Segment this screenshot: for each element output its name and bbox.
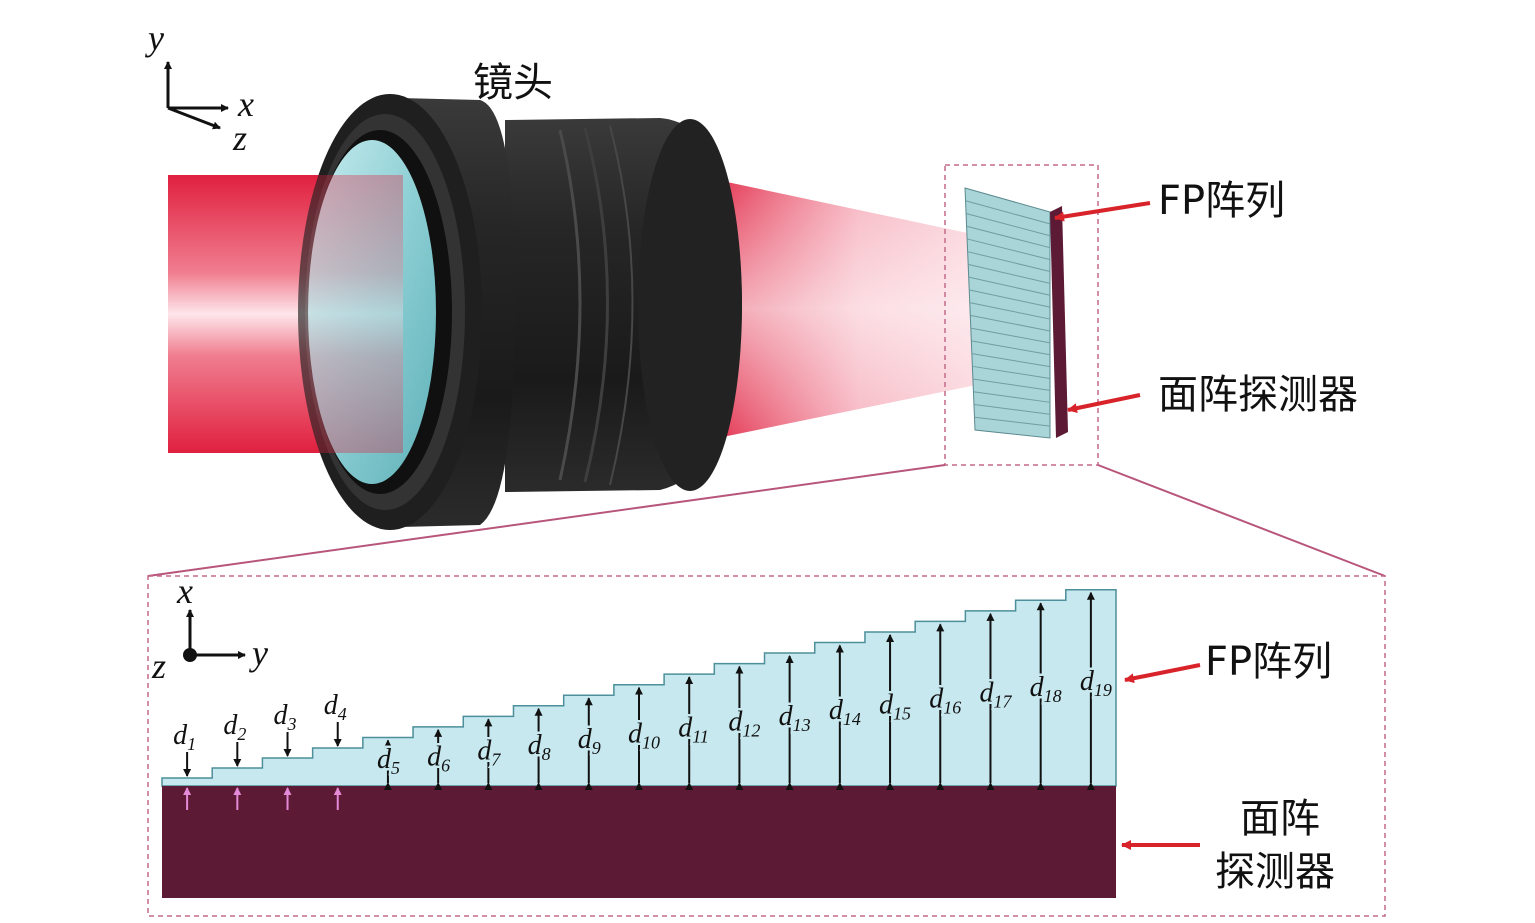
detector-small: [1050, 206, 1068, 438]
detail-axis-z-label: z: [151, 646, 166, 686]
top-axis-y-label: y: [145, 18, 164, 58]
fp-array-label-top: FP阵列: [1158, 178, 1285, 224]
lens-label: 镜头: [473, 60, 553, 106]
svg-text:d2: d2: [223, 710, 246, 744]
top-axes: y x z: [145, 18, 254, 158]
fp-array-layers: [965, 200, 1051, 427]
zoom-connector-left: [147, 464, 946, 577]
converging-beam: [708, 178, 1010, 440]
detail-axes: x y z: [151, 571, 268, 686]
fp-array-pointer-arrow: [1054, 201, 1151, 222]
thickness-label-d19: d19: [1077, 591, 1114, 790]
svg-text:d6: d6: [427, 741, 450, 775]
detector-label-detail-line2: 探测器: [1215, 849, 1335, 895]
thickness-label-d8: d8: [525, 707, 553, 790]
fp-array-label-detail: FP阵列: [1205, 639, 1332, 685]
top-axis-x-label: x: [237, 84, 254, 124]
detail-axis-x-label: x: [176, 571, 193, 611]
fp-array-pointer-arrow-detail: [1124, 663, 1201, 684]
zoom-region-box: [944, 164, 1099, 466]
detail-box: [147, 575, 1386, 917]
detector-large: [162, 786, 1116, 898]
zoom-connector-right: [1097, 464, 1386, 577]
svg-text:d4: d4: [324, 690, 347, 724]
detector-label-top: 面阵探测器: [1158, 372, 1358, 418]
svg-text:d8: d8: [528, 730, 551, 764]
svg-text:d19: d19: [1080, 666, 1112, 700]
thickness-label-d6: d6: [425, 728, 453, 790]
svg-text:d3: d3: [274, 700, 297, 734]
svg-text:d7: d7: [477, 736, 501, 770]
fp-array-small: [964, 187, 1051, 439]
detector-label-detail-line1: 面阵: [1240, 796, 1320, 842]
detail-axis-y-label: y: [249, 633, 268, 673]
svg-text:d1: d1: [173, 720, 196, 754]
detector-pointer-arrow: [1067, 393, 1141, 414]
thickness-label-d7: d7: [475, 718, 504, 790]
top-axis-z-label: z: [232, 118, 247, 158]
